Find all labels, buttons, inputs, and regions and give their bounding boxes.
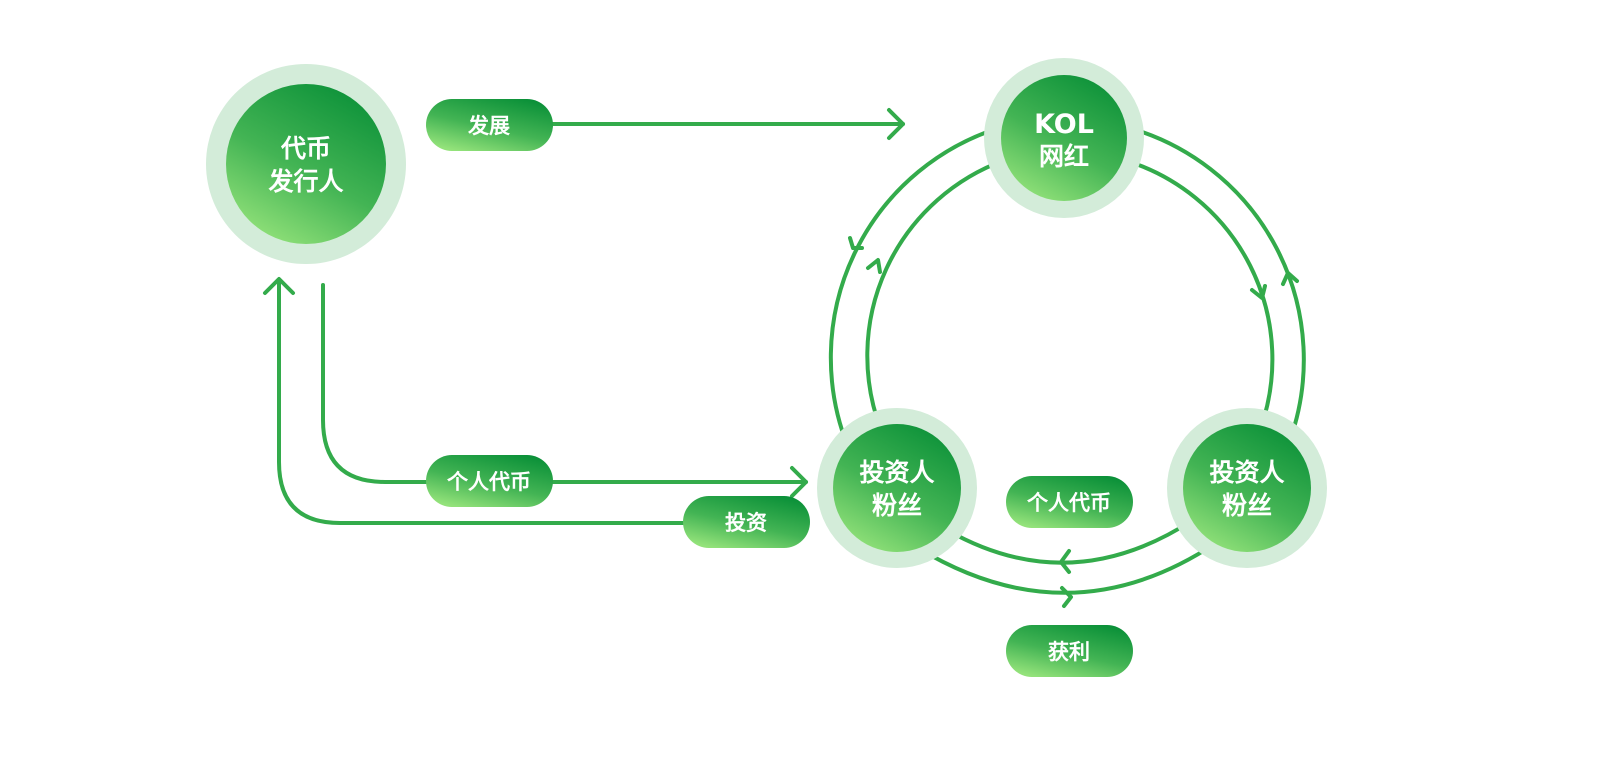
pill-personal-token-left[interactable]: 个人代币 (426, 455, 553, 507)
pill-invest[interactable]: 投资 (683, 496, 810, 548)
arrowhead-inner-right-icon (1250, 284, 1267, 300)
pill-personal-token-left-bg (426, 455, 553, 507)
issuer-label-line1: 代币 (280, 134, 331, 163)
arrowhead-outer-left-icon (848, 236, 864, 250)
fan-left-label-line1: 投资人 (859, 458, 934, 487)
fan-right-circle (1183, 424, 1311, 552)
pill-invest-bg (683, 496, 810, 548)
personal-token-flow-line (321, 283, 808, 484)
kol-label-line2: 网红 (1039, 142, 1089, 171)
pill-personal-token-left-label: 个人代币 (447, 470, 531, 494)
inner-arc-fanleft-to-kol (865, 158, 1007, 432)
outer-arc-kol-to-fanleft (828, 125, 1004, 449)
pill-develop-label: 发展 (467, 114, 510, 138)
arrowhead-bottom-left-icon (1059, 549, 1071, 574)
fan-left-label-line2: 粉丝 (872, 491, 922, 520)
outer-arc-fanright-to-kol (1124, 125, 1306, 442)
fan-left-circle (833, 424, 961, 552)
inner-arc-kol-to-fanright (1122, 158, 1275, 432)
fan-right-label-line2: 粉丝 (1222, 491, 1272, 520)
issuer-circle (226, 84, 386, 244)
arrowhead-outer-right-icon (1281, 271, 1299, 286)
pill-invest-label: 投资 (725, 511, 767, 535)
node-kol[interactable]: KOL 网红 (984, 58, 1144, 218)
pill-profit[interactable]: 获利 (1006, 625, 1133, 677)
node-token-issuer[interactable]: 代币 发行人 (206, 64, 406, 264)
pill-develop[interactable]: 发展 (426, 99, 553, 151)
pill-develop-bg (426, 99, 553, 151)
kol-label-line1: KOL (1034, 109, 1094, 140)
cycle-arrowheads (848, 236, 1299, 608)
personal-token-arrowhead-icon (790, 466, 808, 498)
kol-circle (1001, 75, 1127, 201)
pill-profit-label: 获利 (1048, 640, 1090, 664)
arrowhead-inner-left-icon (866, 258, 882, 274)
develop-arrowhead-icon (887, 108, 905, 140)
bottom-arc-fanright-to-fanleft (945, 518, 1195, 565)
left-flows (263, 108, 905, 525)
node-investor-fan-left[interactable]: 投资人 粉丝 (817, 408, 977, 568)
issuer-label-line2: 发行人 (267, 167, 343, 196)
pill-personal-token-center-label: 个人代币 (1027, 491, 1111, 515)
pill-profit-bg (1006, 625, 1133, 677)
node-investor-fan-right[interactable]: 投资人 粉丝 (1167, 408, 1327, 568)
pill-personal-token-center[interactable]: 个人代币 (1006, 476, 1133, 528)
arrowhead-bottom-right-icon (1060, 586, 1073, 608)
fan-right-label-line1: 投资人 (1209, 458, 1284, 487)
pill-personal-token-center-bg (1006, 476, 1133, 528)
invest-flow-line (277, 278, 702, 525)
invest-arrowhead-icon (263, 277, 295, 295)
